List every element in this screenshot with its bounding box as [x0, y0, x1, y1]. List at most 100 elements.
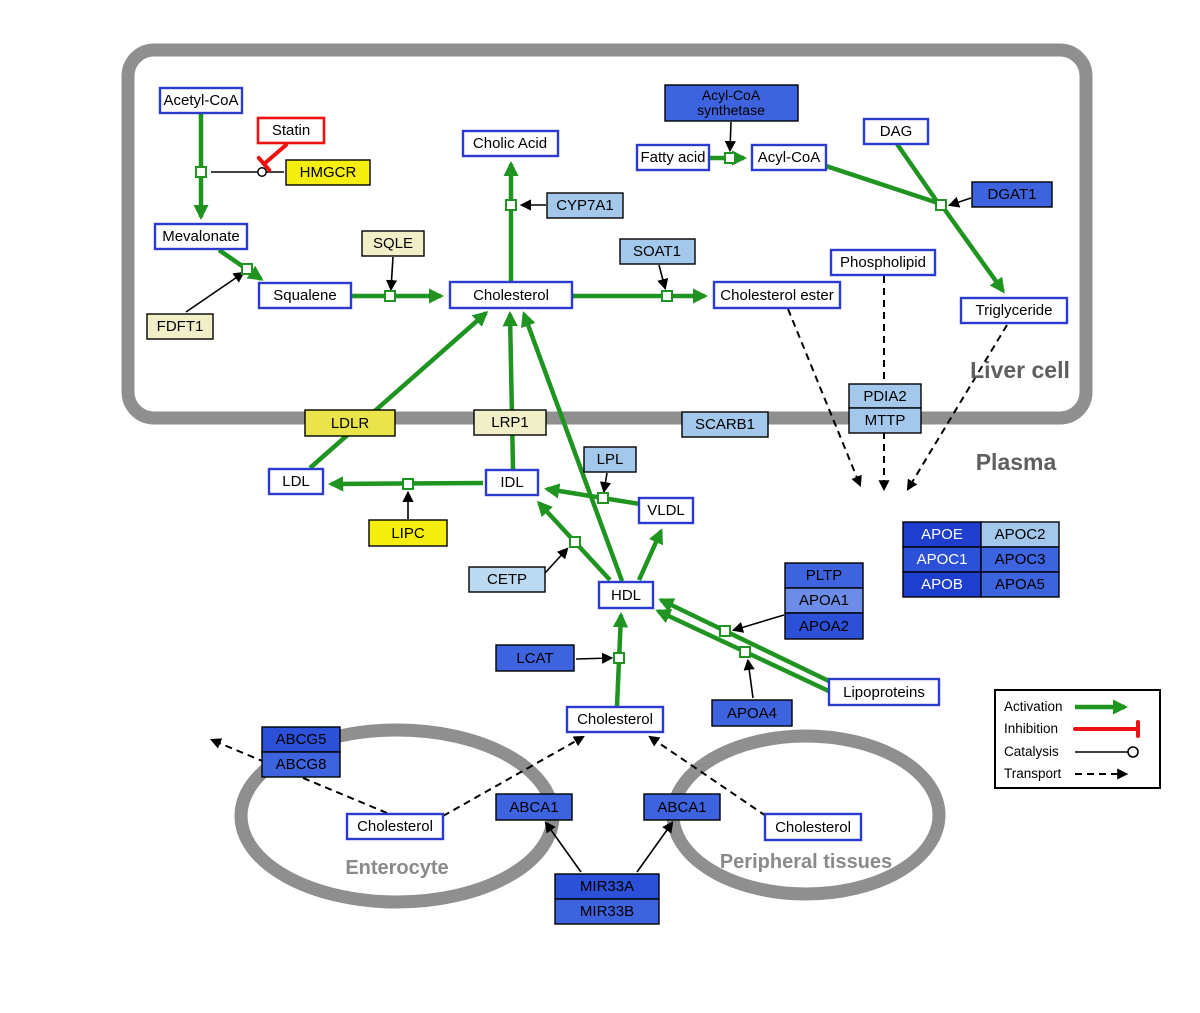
regulation-mir33-abca1-right: [636, 821, 674, 873]
node-mttp[interactable]: MTTP: [848, 407, 922, 434]
node-apoa4[interactable]: APOA4: [711, 699, 793, 727]
transport-cholesterol-efflux-abcg: [209, 738, 388, 814]
node-pdia2[interactable]: PDIA2: [848, 383, 922, 409]
inhibition-statin-shaft: [262, 143, 288, 166]
node-lipoproteins-box: [827, 677, 941, 707]
node-dag-box: [862, 117, 930, 146]
node-statin-label: Statin: [272, 122, 310, 139]
activation-hdl-vldl: [636, 528, 664, 581]
node-triglyceride[interactable]: Triglyceride: [959, 296, 1069, 325]
node-lrp1[interactable]: LRP1: [473, 409, 547, 436]
node-apoa5[interactable]: APOA5: [980, 571, 1060, 598]
node-cholic-acid-label: Cholic Acid: [473, 135, 547, 152]
node-apoe[interactable]: APOE: [902, 521, 982, 548]
node-sqle[interactable]: SQLE: [361, 230, 425, 257]
node-mevalonate[interactable]: Mevalonate: [153, 222, 249, 251]
node-ldlr[interactable]: LDLR: [304, 409, 396, 437]
node-squalene-box: [257, 281, 353, 310]
node-apoa1-label: APOA1: [799, 592, 849, 609]
node-lipoproteins[interactable]: Lipoproteins: [827, 677, 941, 707]
node-acetyl-coa[interactable]: Acetyl-CoA: [158, 86, 244, 115]
node-mir33b-box: [554, 898, 660, 925]
node-pltp-box: [784, 562, 864, 589]
node-cholesterol-ester-label: Cholesterol ester: [720, 287, 833, 304]
node-cholic-acid[interactable]: Cholic Acid: [461, 129, 560, 158]
node-apoa2[interactable]: APOA2: [784, 612, 864, 640]
node-abcg8-label: ABCG8: [276, 756, 327, 773]
node-abcg5[interactable]: ABCG5: [261, 726, 341, 753]
node-cholesterol-liver[interactable]: Cholesterol: [448, 280, 574, 310]
reaction-acylcoa-synthetase: [724, 152, 736, 164]
node-hdl-label: HDL: [611, 587, 641, 604]
node-dgat1-box: [971, 181, 1053, 208]
node-apoa1[interactable]: APOA1: [784, 587, 864, 614]
node-lipc[interactable]: LIPC: [368, 519, 448, 547]
node-cyp7a1-box: [546, 192, 624, 219]
node-idl[interactable]: IDL: [484, 468, 540, 497]
node-acetyl-coa-label: Acetyl-CoA: [163, 92, 238, 109]
node-apoc2[interactable]: APOC2: [980, 521, 1060, 548]
node-cyp7a1[interactable]: CYP7A1: [546, 192, 624, 219]
node-apob[interactable]: APOB: [902, 571, 982, 598]
node-pltp[interactable]: PLTP: [784, 562, 864, 589]
node-acyl-coa[interactable]: Acyl-CoA: [750, 143, 828, 172]
node-abcg8[interactable]: ABCG8: [261, 751, 341, 778]
node-soat1[interactable]: SOAT1: [619, 238, 696, 265]
node-scarb1[interactable]: SCARB1: [681, 411, 769, 438]
node-vldl[interactable]: VLDL: [637, 496, 695, 525]
node-apoc3[interactable]: APOC3: [980, 546, 1060, 573]
node-apoc1-label: APOC1: [917, 551, 968, 568]
reaction-dgat1: [935, 199, 947, 211]
activation-dag-dgat-junction: [895, 142, 938, 202]
catalysis-anchor-circle: [257, 167, 267, 177]
node-abca1-peripheral[interactable]: ABCA1: [643, 793, 721, 821]
node-abca1-enterocyte[interactable]: ABCA1: [495, 793, 573, 821]
node-vldl-box: [637, 496, 695, 525]
node-apoc1[interactable]: APOC1: [902, 546, 982, 573]
node-dgat1[interactable]: DGAT1: [971, 181, 1053, 208]
catalysis-edges: [185, 121, 972, 873]
node-fdft1[interactable]: FDFT1: [146, 313, 214, 340]
node-lpl[interactable]: LPL: [583, 446, 637, 473]
node-fatty-acid[interactable]: Fatty acid: [635, 143, 711, 172]
catalysis-dgat1: [947, 196, 972, 208]
reaction-lpl: [597, 492, 609, 504]
node-lrp1-box: [473, 409, 547, 436]
node-cholesterol-peripheral[interactable]: Cholesterol: [763, 812, 863, 842]
node-triglyceride-box: [959, 296, 1069, 325]
node-cholesterol-ester[interactable]: Cholesterol ester: [712, 280, 842, 310]
node-cholesterol-enterocyte[interactable]: Cholesterol: [345, 812, 445, 841]
node-hdl[interactable]: HDL: [597, 580, 655, 610]
node-dag[interactable]: DAG: [862, 117, 930, 146]
node-abca1-peripheral-label: ABCA1: [657, 799, 706, 816]
legend-transport-label: Transport: [1004, 766, 1062, 781]
node-ldl[interactable]: LDL: [267, 467, 325, 496]
node-squalene[interactable]: Squalene: [257, 281, 353, 310]
node-mttp-label: MTTP: [865, 412, 906, 429]
node-apoc2-label: APOC2: [995, 526, 1046, 543]
node-squalene-label: Squalene: [273, 287, 336, 304]
inhibition-edges: [256, 143, 288, 173]
liver-cell-membrane: [121, 43, 1093, 425]
node-idl-label: IDL: [500, 474, 523, 491]
node-cholesterol-plasma[interactable]: Cholesterol: [565, 705, 665, 734]
node-phospholipid-box: [829, 248, 937, 277]
reaction-cetp: [569, 536, 581, 548]
node-cholesterol-plasma-label: Cholesterol: [577, 711, 653, 728]
node-cetp[interactable]: CETP: [468, 566, 546, 593]
node-phospholipid[interactable]: Phospholipid: [829, 248, 937, 277]
node-apoa2-label: APOA2: [799, 618, 849, 635]
node-mir33b[interactable]: MIR33B: [554, 898, 660, 925]
activation-vldl-idl: [543, 483, 641, 507]
node-mir33a[interactable]: MIR33A: [554, 873, 660, 900]
node-scarb1-box: [681, 411, 769, 438]
node-statin[interactable]: Statin: [256, 116, 326, 145]
node-lcat[interactable]: LCAT: [495, 644, 575, 672]
node-hmgcr[interactable]: HMGCR: [285, 159, 371, 186]
node-cetp-label: CETP: [487, 571, 527, 588]
transport-cholesterol-enterocyte-to-plasma: [442, 735, 585, 817]
reaction-hmgcr: [195, 166, 207, 178]
activation-junction-triglyceride: [943, 208, 1005, 294]
